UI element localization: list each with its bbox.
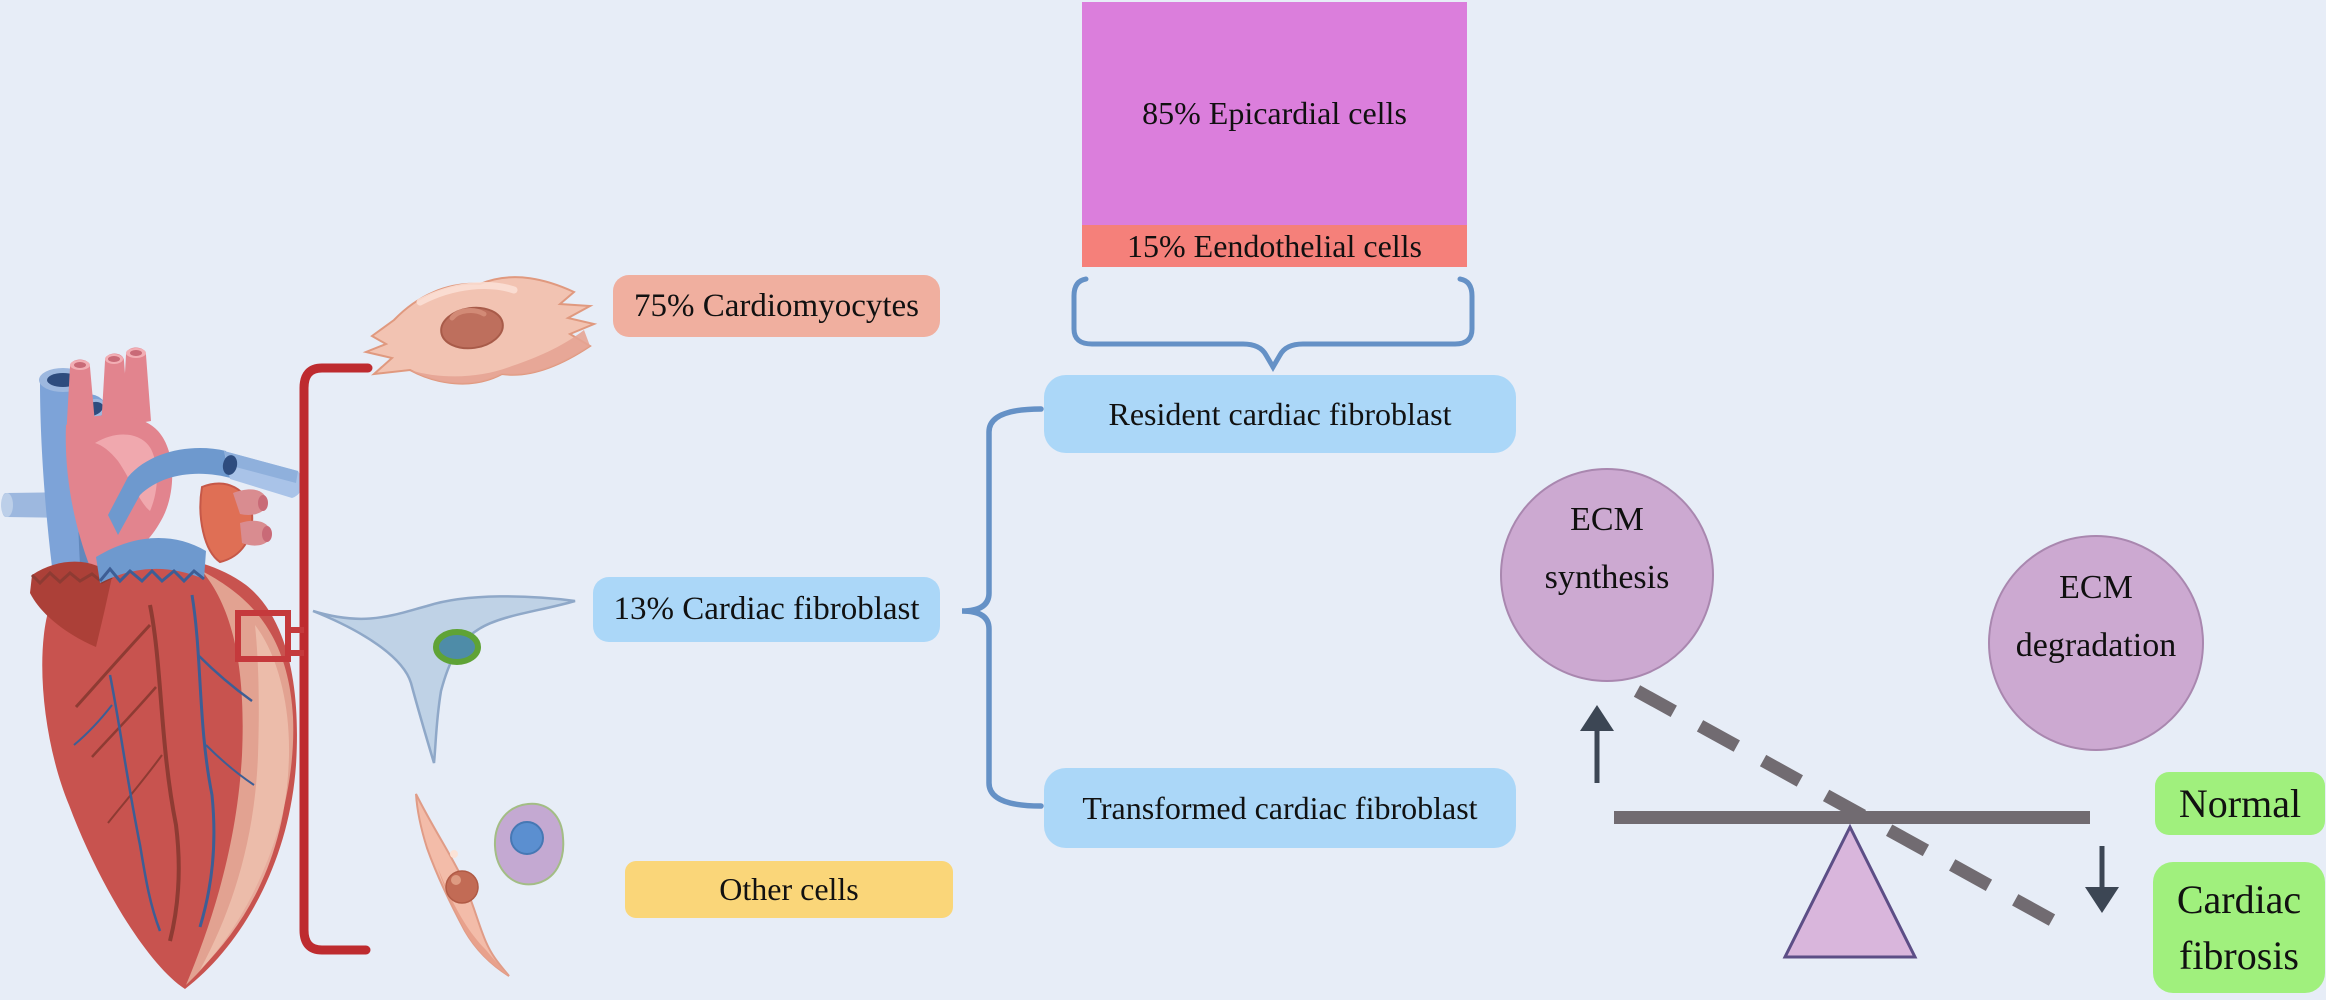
transformed-fibroblast-box: Transformed cardiac fibroblast xyxy=(1044,768,1516,848)
endothelial-segment: 15% Eendothelial cells xyxy=(1082,225,1467,267)
ecm-degradation-line2: degradation xyxy=(2015,627,2177,664)
cardiac-fibrosis-line2: fibrosis xyxy=(2179,932,2299,978)
bar-brace xyxy=(1071,276,1475,372)
cell-composition-bar: 85% Epicardial cells 15% Eendothelial ce… xyxy=(1082,2,1467,267)
ecm-synthesis-line2: synthesis xyxy=(1544,559,1670,596)
fibroblast-cell-icon xyxy=(312,595,576,764)
other-cells-label: Other cells xyxy=(719,871,859,907)
ecm-synthesis-circle: ECM synthesis xyxy=(1500,468,1714,682)
down-arrow-icon xyxy=(2085,846,2119,913)
epicardial-segment: 85% Epicardial cells xyxy=(1082,2,1467,225)
cardiomyocytes-label-box: 75% Cardiomyocytes xyxy=(613,275,940,337)
fibroblast-brace xyxy=(961,406,1044,809)
up-arrow-icon xyxy=(1580,705,1614,783)
heart-illustration-icon xyxy=(1,347,303,989)
balance-seesaw xyxy=(1614,685,2090,959)
tilted-dashed-beam xyxy=(1633,685,2074,936)
cardiac-fibrosis-line1: Cardiac xyxy=(2176,876,2302,922)
normal-outcome-box: Normal xyxy=(2155,772,2325,835)
red-bracket xyxy=(235,363,373,955)
cardiomyocytes-label: 75% Cardiomyocytes xyxy=(633,287,920,324)
cardiac-fibroblast-label-box: 13% Cardiac fibroblast xyxy=(593,577,940,642)
endothelial-segment-label: 15% Eendothelial cells xyxy=(1126,227,1422,264)
cardiac-fibroblast-label: 13% Cardiac fibroblast xyxy=(613,591,920,627)
resident-fibroblast-label: Resident cardiac fibroblast xyxy=(1108,395,1452,432)
normal-outcome-label: Normal xyxy=(2178,781,2302,826)
level-beam xyxy=(1614,811,2090,824)
ecm-degradation-line1: ECM xyxy=(2059,569,2133,606)
resident-fibroblast-box: Resident cardiac fibroblast xyxy=(1044,375,1516,453)
ecm-synthesis-line1: ECM xyxy=(1570,501,1644,538)
ecm-degradation-circle: ECM degradation xyxy=(1988,535,2204,751)
transformed-fibroblast-label: Transformed cardiac fibroblast xyxy=(1082,789,1478,826)
other-cells-label-box: Other cells xyxy=(625,861,953,918)
round-cell-icon xyxy=(493,802,565,886)
cardiac-fibrosis-outcome-box: Cardiac fibrosis xyxy=(2153,862,2325,993)
epicardial-segment-label: 85% Epicardial cells xyxy=(1142,95,1407,131)
spindle-cell-icon xyxy=(415,793,510,977)
cardiomyocyte-cell-icon xyxy=(362,276,598,385)
fulcrum-triangle xyxy=(1782,823,1918,959)
roi-square xyxy=(235,610,291,662)
